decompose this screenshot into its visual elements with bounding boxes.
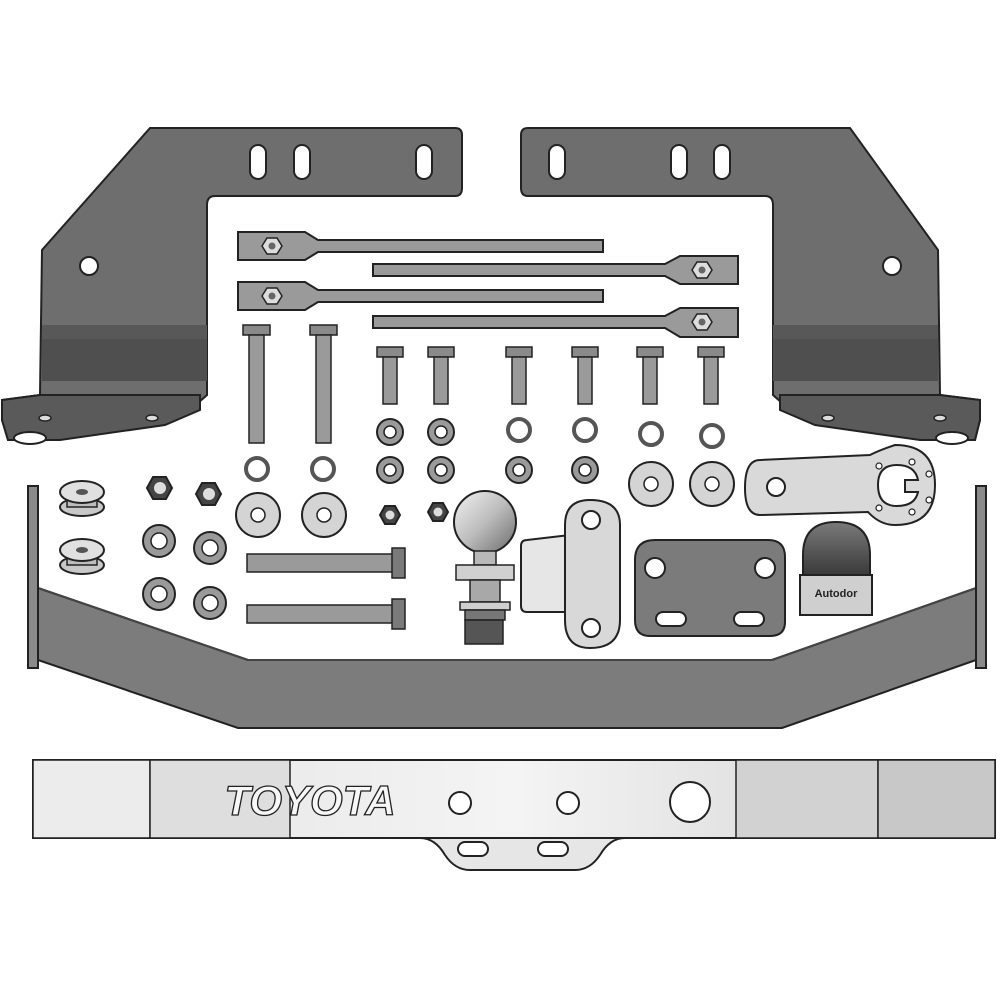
short-bolt	[427, 346, 455, 405]
short-bolt	[697, 346, 725, 405]
left-side-bracket	[1, 127, 463, 445]
strap-2	[372, 255, 739, 285]
bushing	[59, 480, 105, 517]
short-bolt	[505, 346, 533, 405]
ball-cover-cap: Autodor	[799, 520, 873, 616]
strap-1	[237, 231, 604, 261]
tow-ball	[453, 490, 517, 645]
nuts	[145, 476, 450, 525]
rubber-bushings	[59, 480, 105, 575]
long-bolt	[309, 324, 338, 444]
rear-bumper-bar: TOYOTA	[32, 759, 996, 871]
short-bolts	[376, 346, 725, 405]
mounting-straps	[237, 231, 739, 338]
horizontal-bolts	[246, 547, 406, 630]
bushing	[59, 538, 105, 575]
washers	[142, 417, 735, 620]
horizontal-bolt	[246, 598, 406, 630]
socket-bracket	[743, 443, 937, 527]
short-bolt	[376, 346, 404, 405]
strap-3	[237, 281, 604, 311]
toyota-logo-text: TOYOTA	[224, 777, 395, 824]
main-cross-beam	[27, 485, 987, 729]
right-side-bracket	[520, 127, 981, 445]
horizontal-bolt	[246, 547, 406, 579]
short-bolt	[571, 346, 599, 405]
long-bolts	[242, 324, 338, 444]
long-bolt	[242, 324, 271, 444]
short-bolt	[636, 346, 664, 405]
rectangular-plate	[634, 539, 786, 637]
socket-mount-plate	[520, 498, 621, 650]
strap-4	[372, 307, 739, 338]
ball-cap-label: Autodor	[815, 588, 858, 600]
